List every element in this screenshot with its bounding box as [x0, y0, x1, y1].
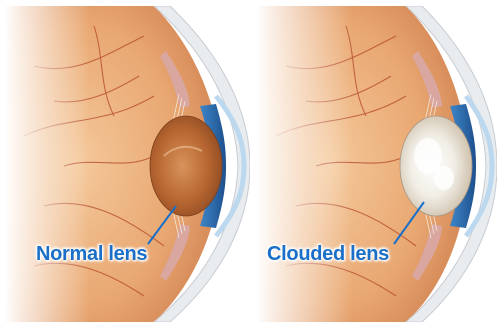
normal-lens — [150, 116, 222, 216]
normal-eye-cross-section — [4, 6, 250, 322]
normal-lens-label: Normal lens — [36, 243, 147, 266]
clouded-eye-cross-section — [256, 6, 497, 322]
clouded-lens-label: Clouded lens — [267, 243, 389, 266]
